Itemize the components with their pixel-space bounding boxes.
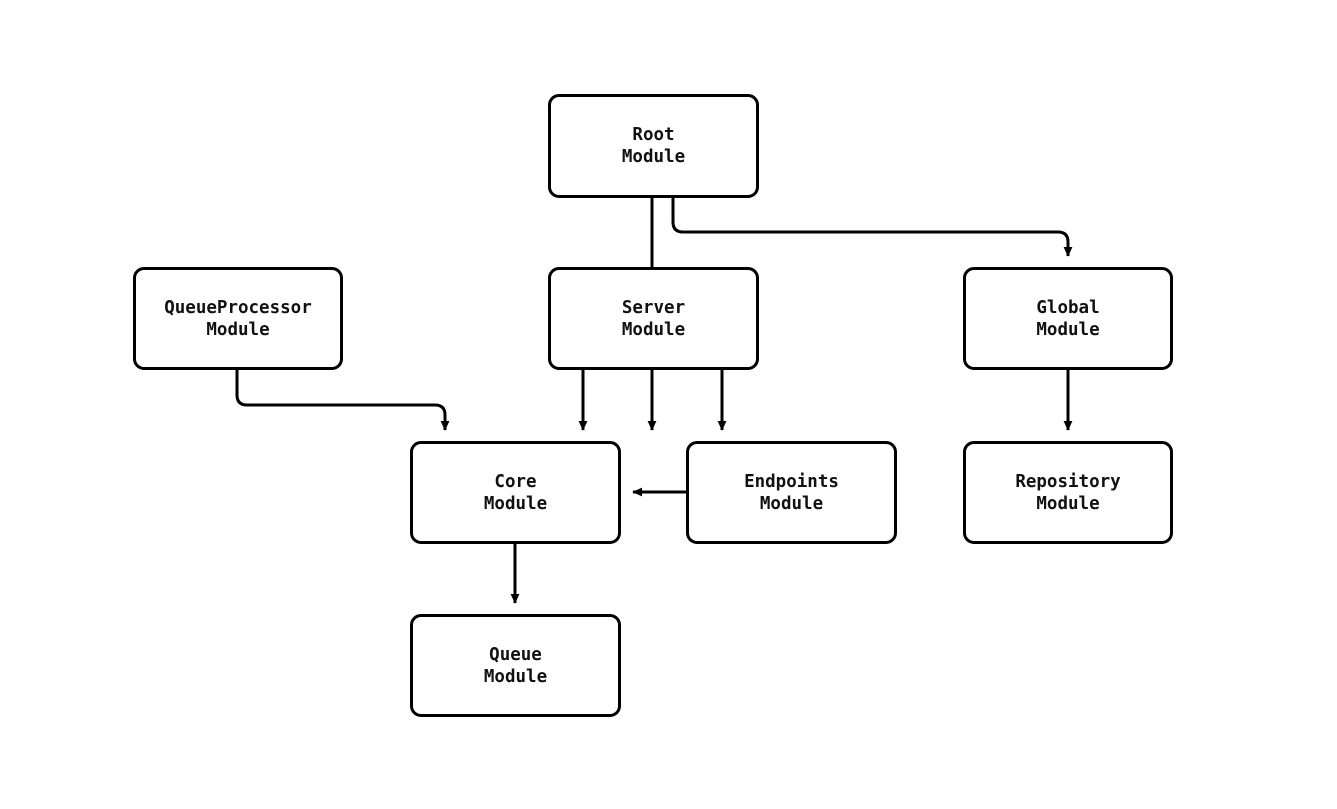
node-queueprocessor-module[interactable]: QueueProcessor Module — [133, 267, 343, 370]
node-root-module-line1: Root — [632, 125, 675, 145]
node-global-module-line1: Global — [1036, 297, 1100, 318]
node-endpoints-module-line1: Endpoints — [744, 471, 839, 492]
node-queue-module-line2: Module — [483, 666, 548, 687]
node-endpoints-module[interactable]: Endpoints Module — [686, 441, 897, 544]
node-queue-module-line1: Queue — [489, 644, 542, 665]
node-core-module-line1: Core — [494, 471, 537, 492]
node-server-module-line2: Module — [621, 319, 686, 340]
node-global-module[interactable]: Global Module — [963, 267, 1173, 370]
edge-queueprocessor-to-core — [235, 370, 450, 431]
edge-root-to-global — [671, 198, 1073, 257]
node-repository-module-line1: Repository — [1015, 471, 1121, 492]
node-core-module-line2: Module — [483, 493, 548, 514]
node-queueprocessor-module-line1: QueueProcessor — [164, 297, 312, 318]
node-global-module-line2: Module — [1036, 319, 1100, 340]
node-repository-module[interactable]: Repository Module — [963, 441, 1173, 544]
node-server-module-line1: Server — [621, 297, 686, 318]
node-root-module[interactable]: Root Module — [548, 94, 759, 198]
node-queue-module[interactable]: Queue Module — [410, 614, 621, 717]
node-repository-module-line2: Module — [1036, 493, 1100, 514]
node-root-module-line2: Module — [621, 147, 686, 167]
node-queueprocessor-module-line2: Module — [206, 319, 270, 340]
node-core-module[interactable]: Core Module — [410, 441, 621, 544]
node-endpoints-module-line2: Module — [759, 493, 824, 514]
node-server-module[interactable]: Server Module — [548, 267, 759, 370]
